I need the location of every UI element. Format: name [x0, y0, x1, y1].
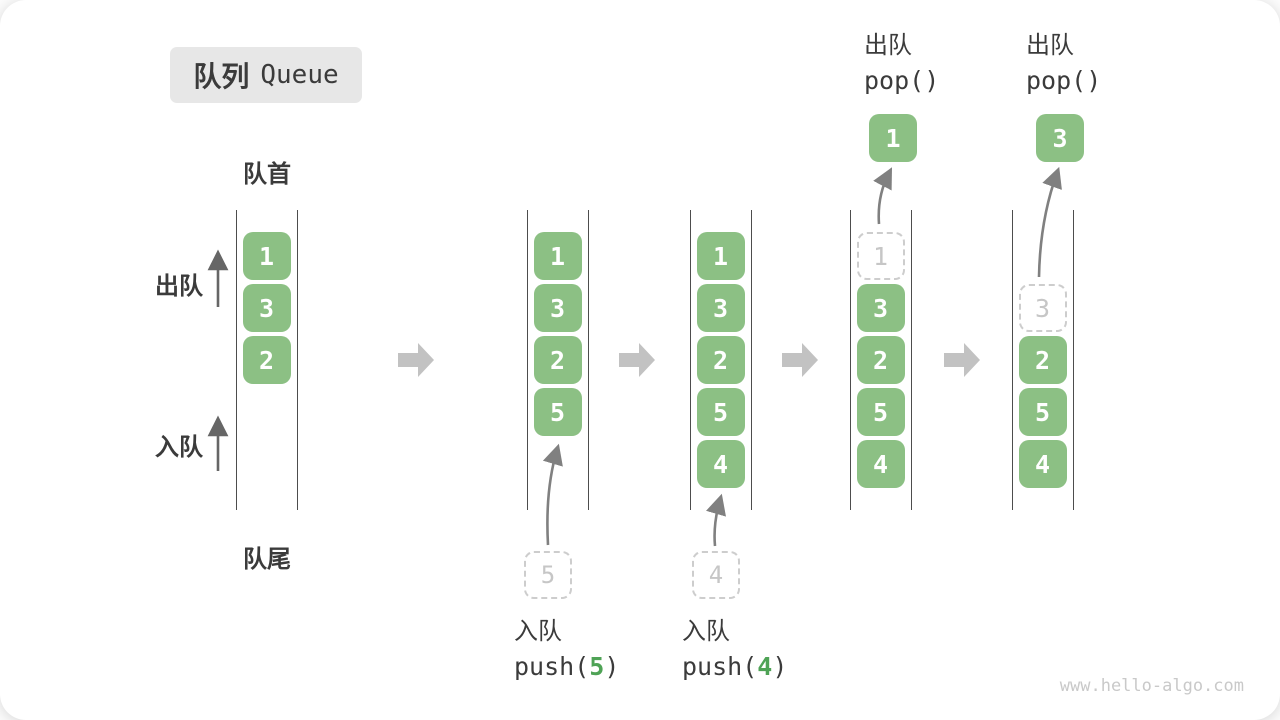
- queue-cell: 5: [1018, 388, 1067, 436]
- queue-cell: 1: [696, 232, 745, 280]
- state-transition-arrow-icon: [782, 343, 818, 377]
- queue-cell: 2: [533, 336, 582, 384]
- dequeue-op-caption: 出队 pop(): [864, 28, 939, 98]
- queue-cell: 2: [696, 336, 745, 384]
- queue-state-4: 1 3 2 5 4: [850, 210, 912, 510]
- pending-enqueue-cell: 4: [692, 551, 740, 599]
- state-transition-arrow-icon: [619, 343, 655, 377]
- queue-cell: 4: [856, 440, 905, 488]
- enqueue-label: 入队: [155, 434, 203, 461]
- queue-state-1: 1 3 2: [236, 210, 298, 510]
- popped-cell: 1: [869, 114, 917, 162]
- title-en: Queue: [260, 60, 339, 90]
- popped-cell: 3: [1036, 114, 1084, 162]
- title-zh: 队列: [193, 61, 250, 92]
- pending-enqueue-cell: 5: [524, 551, 572, 599]
- queue-state-2: 1 3 2 5: [527, 210, 589, 510]
- op-label: 入队: [682, 618, 730, 645]
- queue-state-5: 3 2 5 4: [1012, 210, 1074, 510]
- queue-cell: 2: [1018, 336, 1067, 384]
- state-transition-arrow-icon: [944, 343, 980, 377]
- state-transition-arrow-icon: [398, 343, 434, 377]
- op-code: pop(): [1026, 66, 1102, 95]
- queue-cell: 1: [242, 232, 291, 280]
- queue-cell: 3: [533, 284, 582, 332]
- queue-cell-ghost: 3: [1018, 284, 1067, 332]
- queue-cell: 1: [533, 232, 582, 280]
- dequeue-label: 出队: [155, 273, 203, 300]
- op-code: pop(): [864, 66, 940, 95]
- queue-cell: 3: [242, 284, 291, 332]
- dequeue-op-caption: 出队 pop(): [1026, 28, 1101, 98]
- op-label: 出队: [864, 32, 912, 59]
- enqueue-op-caption: 入队 push(4): [682, 614, 787, 684]
- queue-cell-ghost: 1: [856, 232, 905, 280]
- watermark: www.hello-algo.com: [1059, 676, 1244, 696]
- queue-cell: 3: [856, 284, 905, 332]
- queue-state-3: 1 3 2 5 4: [690, 210, 752, 510]
- queue-front-label: 队首: [243, 161, 291, 188]
- op-code: push(5): [514, 652, 620, 681]
- queue-cell: 4: [696, 440, 745, 488]
- diagram-title: 队列 Queue: [170, 47, 362, 103]
- queue-cell: 5: [696, 388, 745, 436]
- enqueue-op-caption: 入队 push(5): [514, 614, 619, 684]
- queue-cell: 3: [696, 284, 745, 332]
- queue-cell: 5: [856, 388, 905, 436]
- queue-cell: 5: [533, 388, 582, 436]
- queue-rear-label: 队尾: [243, 546, 291, 573]
- op-label: 出队: [1026, 32, 1074, 59]
- queue-cell: 4: [1018, 440, 1067, 488]
- queue-cell: 2: [242, 336, 291, 384]
- queue-cell: 2: [856, 336, 905, 384]
- op-label: 入队: [514, 618, 562, 645]
- op-code: push(4): [682, 652, 788, 681]
